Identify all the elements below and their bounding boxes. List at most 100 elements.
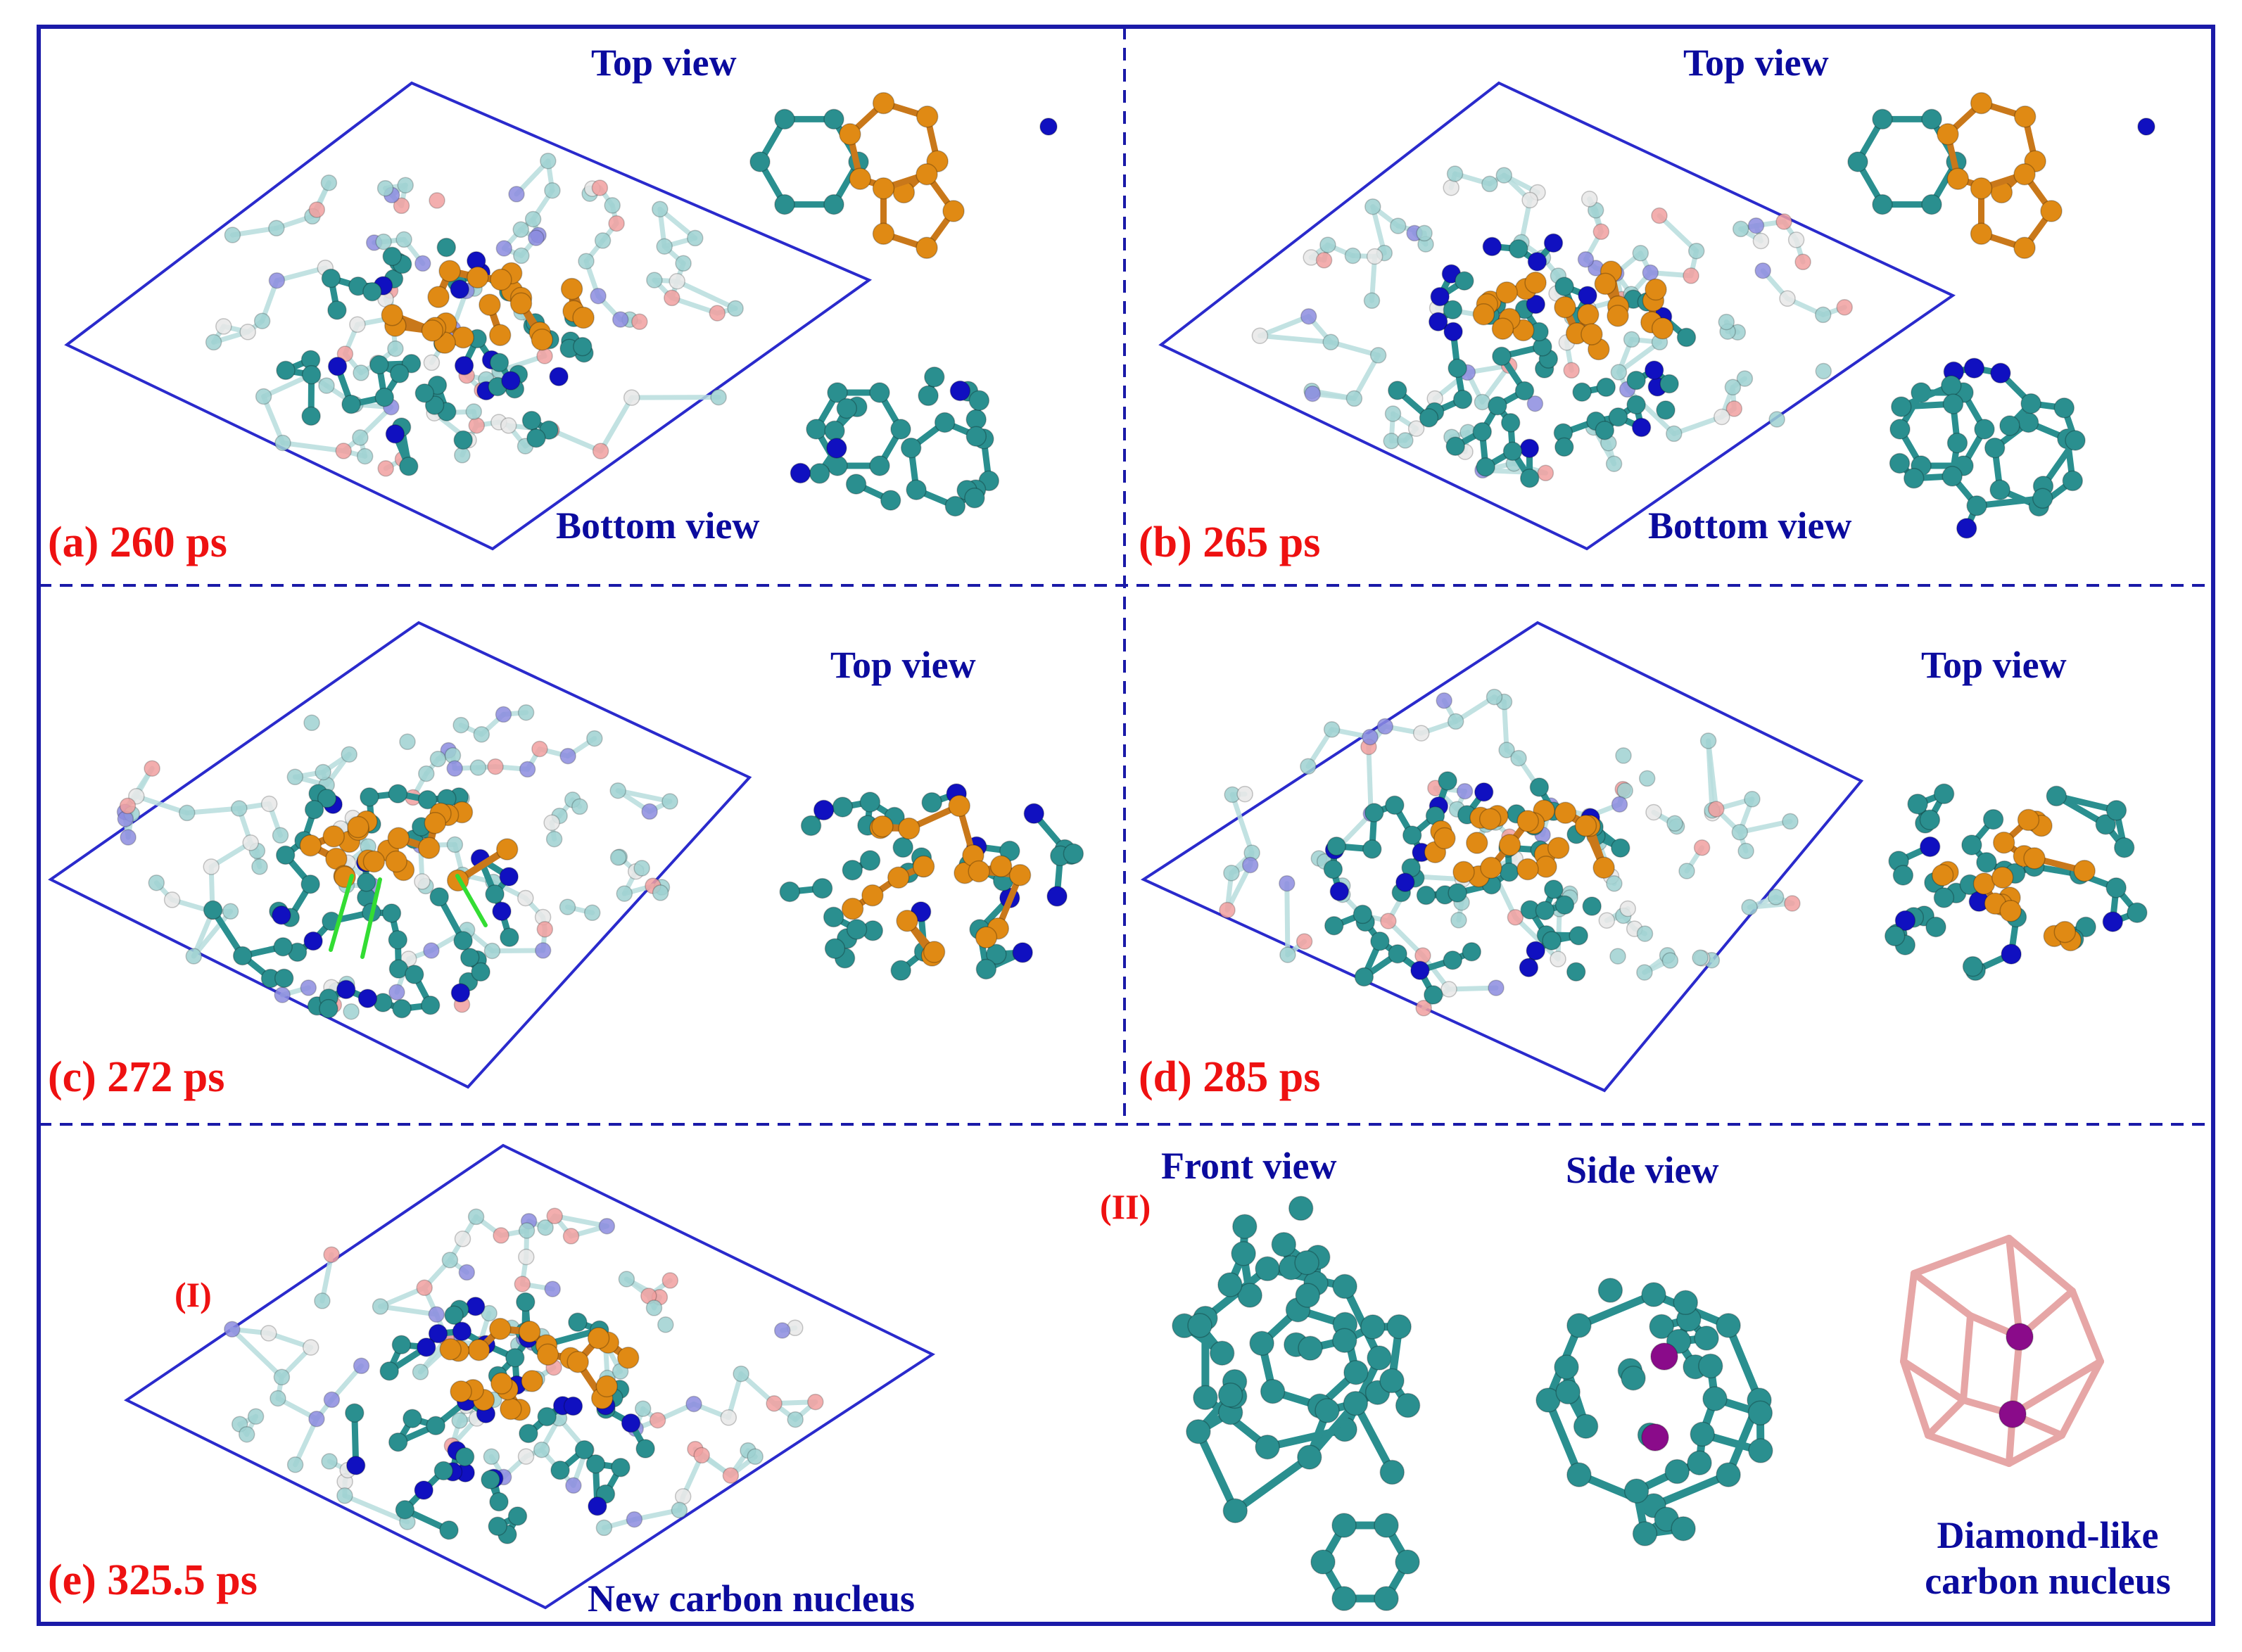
cell-e-framework-atom [388,1432,408,1452]
cell-a-background-bond [497,353,547,374]
front-view-atom [1294,1250,1319,1276]
cell-c-background-bond [615,788,673,804]
inset-1-ring-atom [934,412,956,433]
cell-b-background-bond [1257,333,1334,345]
cell-d-core-atom [1478,808,1502,830]
cell-d-framework-atom [1535,901,1555,920]
cell-e-background-atom [537,1219,554,1236]
cell-b-background-atom [1383,433,1400,450]
cell-b-framework-atom [1488,395,1507,416]
cell-b-background-atom [1815,362,1832,380]
cell-b-core-atom [1594,272,1617,296]
cell-a-framework-atom [362,281,382,302]
cell-c-background-atom [260,795,278,813]
inset-4-atom [813,799,835,821]
cell-c-background-atom [652,884,669,901]
cell-a-background-atom [429,192,445,209]
cell-d-core-atom [1574,814,1597,837]
cell-c-framework-atom [429,887,449,907]
cell-a-background-bond [674,279,738,311]
cell-d-background-bond [1386,918,1426,958]
cell-d-background-atom [1362,728,1379,746]
cell-c-framework-atom [300,874,320,894]
inset-5-atom [2046,785,2067,807]
cell-e-background-bond [378,1304,439,1317]
cell-a-core-atom [421,319,444,342]
cell-e-background-atom [562,1228,580,1245]
view-label-e-diamond-nucleus: Diamond-like carbon nucleus [1925,1514,2171,1602]
inset-4-core-atom [841,897,864,920]
cell-e-background-atom [441,1252,459,1269]
cell-d-framework-atom [1519,958,1539,977]
cell-e-background-atom [626,1511,643,1528]
cell-e-background-atom [273,1368,291,1386]
cell-a-background-atom [646,272,663,288]
cell-e-core-atom [489,1318,512,1340]
cell-d-background-atom [1380,913,1397,929]
cell-a-framework-atom [327,300,347,320]
cell-e-framework-atom [621,1413,641,1433]
cell-b-framework-atom [1644,360,1664,380]
front-view-tail-atom [1331,1586,1357,1611]
cell-c-background-atom [473,726,490,743]
cell-a-framework-atom [301,406,321,426]
cell-d-background-atom [1236,785,1253,803]
inset-4-atom [859,850,881,871]
cell-c-framework-atom [485,884,505,904]
front-view-atom [1217,1382,1243,1408]
cell-b-background-atom [1416,224,1433,242]
cell-a-background-atom [608,215,625,232]
inset-4-atom [1046,886,1068,907]
cell-d-background-atom [1440,981,1457,998]
cell-e-framework-atom [481,1470,500,1489]
cell-a-background-atom [513,247,530,265]
cell-a-framework-atom [321,268,341,288]
cell-b-background-atom [1610,364,1628,381]
cell-e-background-atom [308,1410,325,1428]
cell-a-background-atom [268,220,285,237]
inset-5-atom [1962,955,1984,977]
inset-3-atom [1942,466,1963,487]
side-view-atom [1621,1365,1646,1391]
cell-c-framework-atom [392,998,412,1019]
cell-e-framework-atom [379,1361,399,1381]
cell-b-background-atom [1304,385,1321,402]
cell-a-background-atom [376,179,394,197]
inset-5-atom [2127,902,2148,923]
cell-a-core-atom [509,292,533,315]
cell-b-background-bond [1328,339,1381,358]
side-view-atom [1698,1353,1723,1379]
inset-2-ring-core-atom [1970,222,1993,246]
cell-d-background-bond [1737,818,1793,835]
cell-c-core-atom [387,827,410,850]
cell-e-background-atom [428,1306,445,1323]
new-bond-c [360,877,382,959]
side-view-ring-bond [1544,1396,1583,1479]
cell-e-framework-atom [428,1323,448,1344]
inset-5-bond [2053,792,2120,814]
cell-c-framework-atom [356,872,376,892]
cell-e-background-atom [321,1453,338,1470]
cell-a-background-atom [592,443,609,459]
cell-d-framework-atom [1410,960,1430,980]
inset-5-atom [1976,851,1997,873]
front-view-atom [1237,1283,1262,1308]
cell-e-background-atom [372,1298,389,1315]
cell-c-framework-atom [450,983,471,1003]
cell-a-background-atom [536,348,553,364]
cell-b-background-atom [1363,292,1381,310]
cell-c-background-atom [251,858,268,875]
inset-0-ring-core-atom [849,167,872,190]
view-label-e-side: Side view [1566,1149,1719,1191]
cell-e-framework-atom [433,1461,454,1481]
cell-e-background-atom [323,1391,341,1409]
cell-d-background-atom [1666,815,1683,832]
inset-5-atom [1961,834,1982,856]
cell-c-framework-atom [303,931,323,951]
cell-b-background-atom [1752,232,1770,250]
inset-3-atom [1941,375,1962,396]
side-view-atom [1664,1459,1690,1485]
inset-0-ring-core-atom [916,106,939,128]
cell-c-background-bond [184,806,242,815]
inset-4-atom [842,859,863,881]
